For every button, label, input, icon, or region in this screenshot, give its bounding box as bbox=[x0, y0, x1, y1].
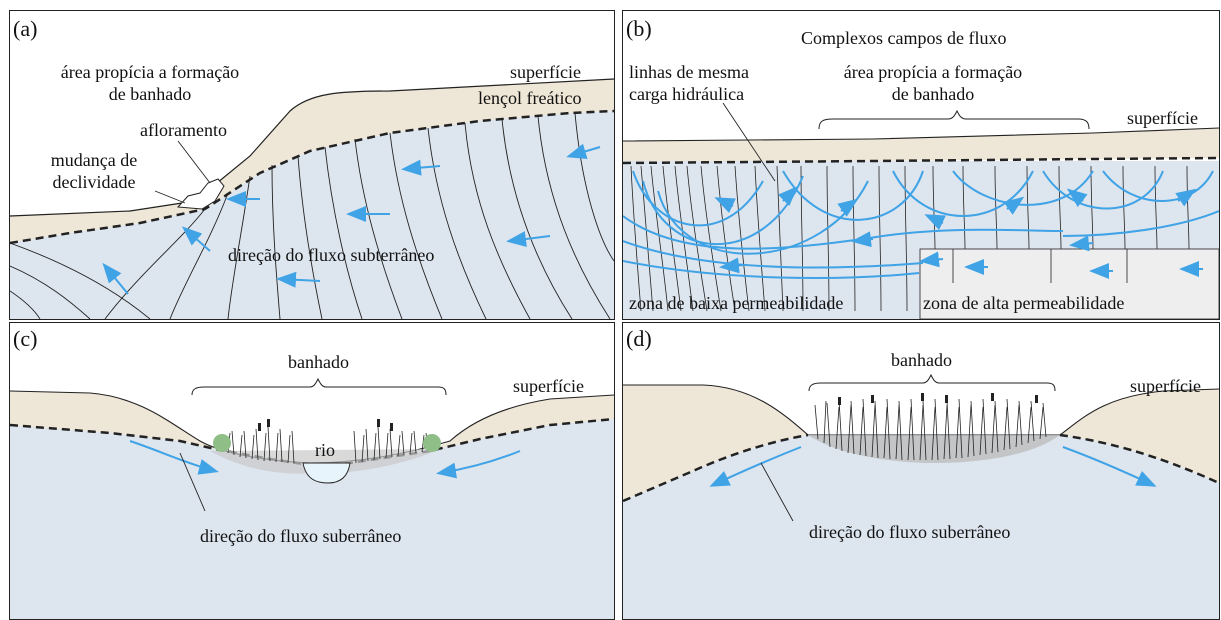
panel-b-diagram bbox=[623, 102, 1219, 319]
water-table-label: lençol freático bbox=[478, 88, 582, 108]
low-permeability-label: zona de baixa permeabilidade bbox=[629, 293, 844, 313]
wetland-label: banhado bbox=[891, 350, 952, 370]
slope-change-line2: declividade bbox=[52, 171, 136, 192]
outcrop-shape bbox=[176, 178, 225, 210]
soil-layer bbox=[10, 79, 614, 243]
flow-direction-label: direção do fluxo suberrâneo bbox=[200, 526, 402, 546]
panel-b: (b) Complexos campos de fluxo área propí… bbox=[622, 10, 1220, 320]
water-table-line bbox=[623, 433, 1219, 503]
slope-change-line1: mudança de bbox=[50, 150, 138, 170]
outcrop-label: afloramento bbox=[140, 120, 227, 140]
vegetation bbox=[219, 426, 429, 464]
surface-label: superfície bbox=[1130, 376, 1201, 396]
panel-d: (d) banhado superfície direção do fluxo … bbox=[622, 322, 1220, 620]
panel-a: (a) área propícia a formação de banhado … bbox=[9, 10, 615, 320]
cattails bbox=[258, 419, 393, 431]
panel-letter: (d) bbox=[626, 326, 652, 351]
wetland-brace bbox=[191, 377, 447, 396]
flow-arrows bbox=[129, 440, 521, 479]
wetland-area-line2: de banhado bbox=[891, 83, 975, 104]
wetland-sediment bbox=[808, 435, 1060, 463]
panel-letter: (c) bbox=[13, 326, 38, 351]
soil-layer-left bbox=[10, 391, 215, 449]
soil-layer bbox=[623, 128, 1219, 163]
flow-direction-label: direção do fluxo subterrâneo bbox=[228, 245, 435, 265]
panel-letter: (a) bbox=[13, 16, 38, 41]
river-label: rio bbox=[315, 440, 335, 460]
surface-label: superfície bbox=[513, 376, 584, 396]
wetland-area-line1: área propícia a formação bbox=[843, 62, 1023, 82]
equipotential-line1: linhas de mesma bbox=[629, 62, 749, 82]
water-table-line bbox=[10, 109, 614, 245]
panel-letter: (b) bbox=[626, 16, 652, 41]
flow-direction-label: direção do fluxo suberrâneo bbox=[809, 522, 1011, 542]
wetland-area-line1: área propícia a formação bbox=[60, 62, 240, 82]
groundwater-zone bbox=[10, 419, 614, 619]
panel-c: (c) banhado superfície rio direção do fl… bbox=[9, 322, 615, 620]
panel-a-diagram bbox=[10, 78, 614, 319]
river bbox=[302, 462, 351, 484]
equipotential-line2: carga hidráulica bbox=[629, 83, 745, 104]
soil-layer-right bbox=[1060, 389, 1219, 483]
wetland-brace bbox=[808, 373, 1056, 392]
surface-label: superfície bbox=[510, 62, 581, 82]
high-permeability-label: zona de alta permeabilidade bbox=[923, 293, 1125, 313]
surface-label: superfície bbox=[1127, 108, 1198, 128]
cattails bbox=[838, 393, 1038, 405]
wetland-area-line2: de banhado bbox=[108, 83, 192, 104]
shrub-right bbox=[423, 434, 441, 452]
complex-fields-label: Complexos campos de fluxo bbox=[801, 28, 1007, 48]
groundwater-zone bbox=[623, 435, 1219, 619]
wetland-area-label: área propícia a formação de banhado bbox=[20, 63, 280, 104]
vegetation bbox=[814, 398, 1047, 461]
wetland-area-label: área propícia a formação de banhado bbox=[803, 63, 1063, 104]
flow-lines bbox=[10, 112, 614, 319]
flow-arrows bbox=[709, 446, 1157, 487]
panel-d-diagram bbox=[623, 373, 1219, 619]
wetland-brace bbox=[818, 109, 1090, 130]
soil-layer-left bbox=[623, 385, 808, 501]
wetland-sediment bbox=[210, 449, 440, 474]
slope-change-label: mudança de declividade bbox=[24, 151, 164, 192]
shrub-left bbox=[213, 434, 231, 452]
water-table-line bbox=[623, 156, 1219, 165]
panel-c-diagram bbox=[10, 377, 614, 619]
equipotential-label: linhas de mesma carga hidráulica bbox=[629, 63, 749, 104]
flow-arrows bbox=[102, 143, 601, 295]
flow-arrows bbox=[714, 186, 1203, 279]
soil-layer-right bbox=[430, 395, 614, 451]
wetland-label: banhado bbox=[288, 352, 349, 372]
surface-line bbox=[10, 78, 614, 217]
